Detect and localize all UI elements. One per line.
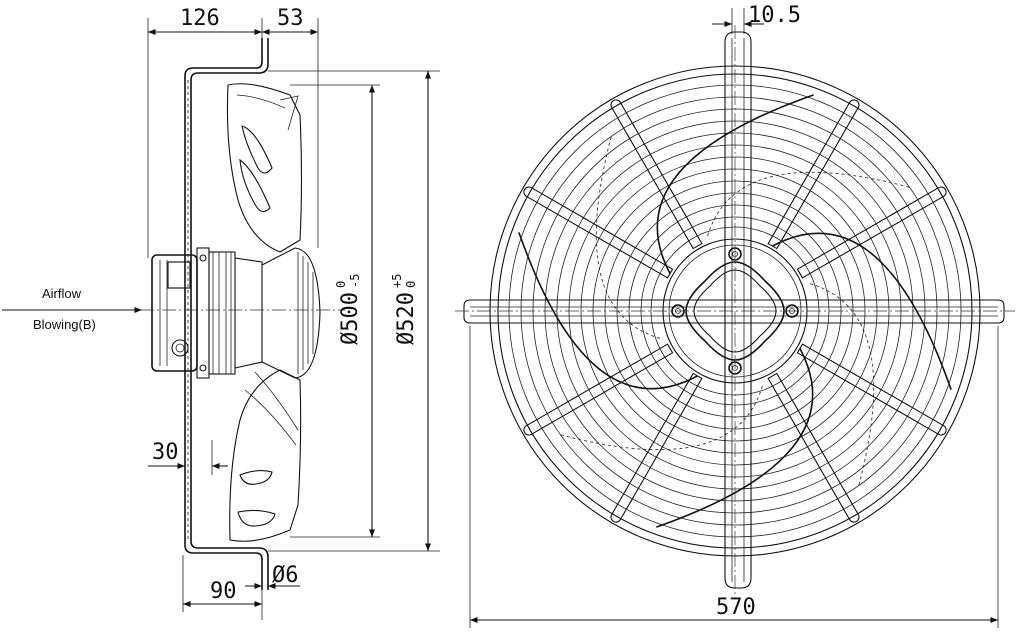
dim-dia-520-upper-tol: +5	[390, 274, 404, 288]
dim-hole: Ø6	[272, 563, 299, 588]
fan-blade-hidden-edge	[810, 283, 875, 488]
fan-blade-edge	[518, 232, 698, 390]
blade-upper	[226, 83, 303, 253]
fan-blade-edge	[772, 232, 952, 390]
dim-90: 90	[210, 579, 237, 604]
guard-spoke	[767, 372, 860, 523]
blowing-label: Blowing(B)	[33, 317, 96, 332]
support-bar-horizontal	[463, 299, 1005, 324]
dim-top-side	[147, 18, 319, 258]
dim-dia-500-lines	[290, 84, 380, 538]
dim-10-5: 10.5	[748, 3, 801, 28]
dim-top-front	[712, 8, 764, 34]
blade-lower	[229, 369, 302, 542]
support-bar-vertical	[724, 31, 752, 589]
dim-53: 53	[277, 6, 304, 31]
guard-spoke	[796, 343, 947, 436]
dim-30-lines	[148, 440, 228, 475]
front-view: 10.5 570	[455, 3, 1015, 628]
dim-30: 30	[152, 440, 179, 465]
fan-blade-edge	[656, 348, 814, 528]
motor-body	[151, 247, 321, 379]
side-view: Airflow Blowing(B)	[2, 6, 440, 620]
guard-spoke	[610, 99, 703, 250]
dim-bottom-side	[182, 555, 300, 620]
dim-126: 126	[180, 6, 220, 31]
guard-spokes	[523, 99, 947, 523]
dim-570: 570	[716, 595, 756, 620]
fan-blade-hidden-edge	[707, 171, 912, 236]
dim-dia-520-lines	[268, 70, 440, 552]
guard-spoke	[523, 343, 674, 436]
dim-dia-520: Ø520	[394, 292, 419, 345]
guard-spoke	[796, 186, 947, 279]
guard-spoke	[767, 99, 860, 250]
airflow-label: Airflow	[42, 286, 82, 301]
fan-blade-hidden-edge	[558, 386, 763, 451]
guard-spoke	[523, 186, 674, 279]
guard-spoke	[610, 372, 703, 523]
fan-blades-front	[518, 94, 952, 528]
dim-dia-500-lower-tol: -5	[348, 274, 362, 288]
dim-dia-520-lower-tol: 0	[404, 281, 418, 288]
fan-blade-edge	[656, 94, 814, 274]
dim-dia-500-upper-tol: 0	[334, 281, 348, 288]
dim-dia-500: Ø500	[338, 292, 363, 345]
fan-blade-hidden-edge	[595, 134, 660, 339]
dim-width-front	[469, 326, 999, 628]
